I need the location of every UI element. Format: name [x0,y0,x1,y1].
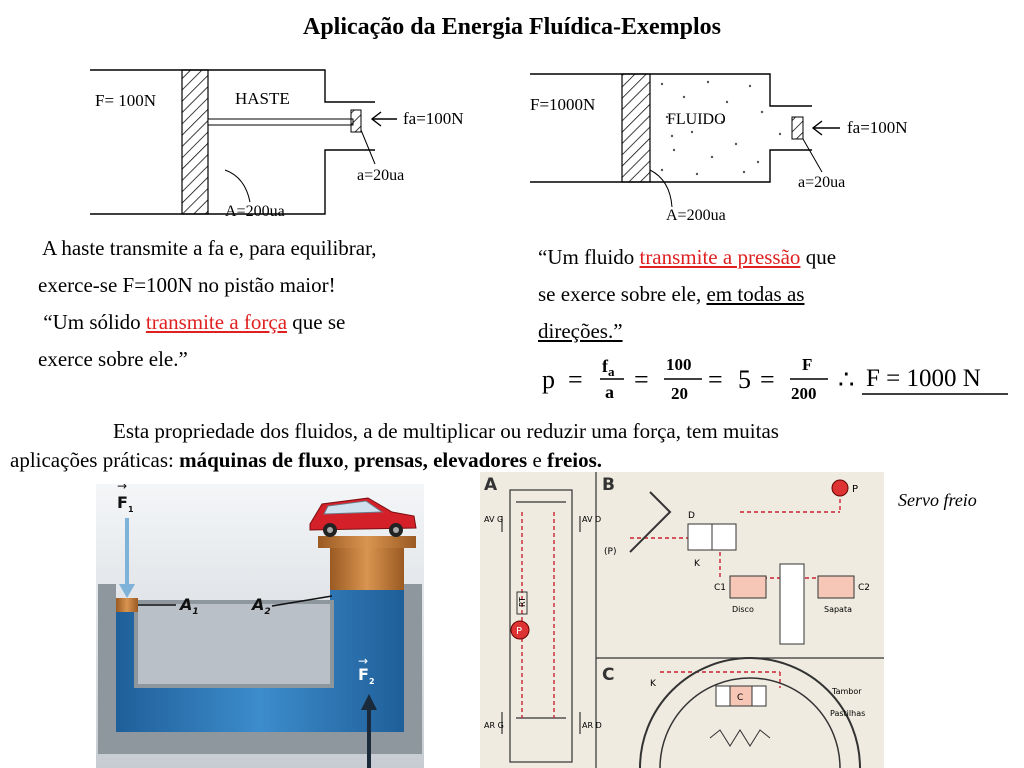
fluid-line-2: se exerce sobre ele, em todas as [538,276,958,313]
large-piston [621,73,651,183]
pump-b-icon [831,479,849,497]
formula-eq-4: = [760,365,775,394]
fluid-label: FLUIDO [667,111,726,128]
fluid-underline-2: direções.” [538,319,623,343]
panel-b-label: B [602,475,615,495]
fluid-highlight: transmite a pressão [639,245,801,269]
tambor-label: Tambor [831,687,862,696]
brake-system-diagram: P RT P A B C AV G AV D AR G AR D D K K (… [480,472,884,768]
formula-fa-den: a [605,382,614,402]
c-label: C [737,693,743,703]
fluid-quote-start: “Um fluido [538,245,640,269]
large-piston [330,546,404,590]
fluid-underline-1: em todas as [706,282,805,306]
applications-sep-2: e [527,448,548,472]
svg-text:→: → [358,654,368,668]
solid-highlight: transmite a força [145,310,288,334]
fluid-dots [660,80,782,176]
applications-line-1: Esta propriedade dos fluidos, a de multi… [113,419,779,443]
a2-label: A2 [250,595,271,617]
small-area-label: a=20ua [798,174,845,191]
solid-quote-start: “Um sólido [38,310,146,334]
small-area-label: a=20ua [357,167,404,184]
formula-fd: 200 [791,384,817,403]
drum-icon [639,657,861,768]
k-label-c: K [650,679,657,689]
ar-g-label: AR G [484,721,504,730]
solid-rod-diagram: F= 100N HASTE fa=100N a=20ua A=200ua [90,69,464,220]
small-force-label: fa=100N [403,109,464,128]
large-area-label: A=200ua [666,207,726,224]
fluid-line-1: “Um fluido transmite a pressão que [538,239,958,276]
av-d-label: AV D [582,515,601,524]
c1-label: C1 [714,583,726,593]
formula-therefore: ∴ [838,365,855,394]
f1-label: F1 [117,493,134,514]
small-piston [116,598,138,612]
rod-label: HASTE [235,89,290,108]
vessel-wall [98,584,422,754]
large-piston [181,69,209,215]
rt-label: RT [518,597,527,607]
applications-presses-elevators: prensas, elevadores [354,448,528,472]
applications-line-2: aplicações práticas: máquinas de fluxo, … [10,446,1010,475]
solid-line-1: A haste transmite a fa e, para equilibra… [38,236,377,260]
ar-d-label: AR D [582,721,602,730]
sapata-label: Sapata [824,605,852,614]
pump-a-label: P [516,626,522,637]
f2-label: F2 [358,665,375,686]
panel-a-label: A [484,475,498,495]
fluid-line-2-text: se exerce sobre ele, [538,282,707,306]
hydraulic-press-illustration: F1 → A1 A2 F2 → [96,484,424,768]
av-g-label: AV G [484,515,503,524]
applications-intro: aplicações práticas: [10,448,180,472]
small-piston [350,109,362,133]
formula-fa-num: fa [602,356,615,379]
formula-fn: F [802,355,812,374]
rod [207,118,354,126]
solid-explanation: A haste transmite a fa e, para equilibra… [38,230,488,378]
formula-eq-2: = [634,365,649,394]
pressure-formula: p = fa a = 100 20 = 5 = F 200 ∴ F = 1000… [542,355,1008,403]
k-label-b: K [694,559,701,569]
small-force-label: fa=100N [847,118,908,137]
formula-eq-3: = [708,365,723,394]
c2-label: C2 [858,583,870,593]
formula-n1: 100 [666,355,692,374]
force-label: F= 100N [95,91,156,110]
valve-d-label: D [688,511,695,521]
large-area-label: A=200ua [225,203,285,220]
pump-a-icon [510,620,530,640]
solid-line-4: exerce sobre ele.” [38,347,188,371]
applications-brakes: freios. [547,448,603,472]
formula-five: 5 [738,365,751,394]
formula-d1: 20 [671,384,688,403]
formula-eq-1: = [568,365,583,394]
applications-sep-1: , [343,448,355,472]
fluid-explanation: “Um fluido transmite a pressão que se ex… [538,239,958,350]
formula-result: F = 1000 N [866,365,981,392]
applications-paragraph: Esta propriedade dos fluidos, a de multi… [10,417,1010,475]
fluid-quote-end: que [800,245,837,269]
disco-label: Disco [732,605,754,614]
servo-brake-caption: Servo freio [898,490,977,510]
force-label: F=1000N [530,95,595,114]
solid-line-2: exerce-se F=100N no pistão maior! [38,273,336,297]
formula-p: p [542,365,555,394]
small-piston [791,116,804,140]
svg-text:→: → [117,484,127,493]
pastilhas-label: Pastilhas [830,709,865,718]
fluid-diagram: F=1000N FLUIDO fa=100N a=20ua A=200ua [530,73,908,224]
solid-quote-end: que se [287,310,346,334]
page-title: Aplicação da Energia Fluídica-Exemplos [302,14,721,40]
applications-flow-machines: máquinas de fluxo [179,448,344,472]
car-icon [309,497,417,537]
pedal-label: (P) [604,547,616,557]
pump-b-label: P [852,484,858,495]
panel-c-label: C [602,665,614,685]
fluid-line-3: direções.” [538,313,958,350]
a1-label: A1 [178,595,199,617]
solid-line-3: “Um sólido transmite a força que se [38,304,488,341]
